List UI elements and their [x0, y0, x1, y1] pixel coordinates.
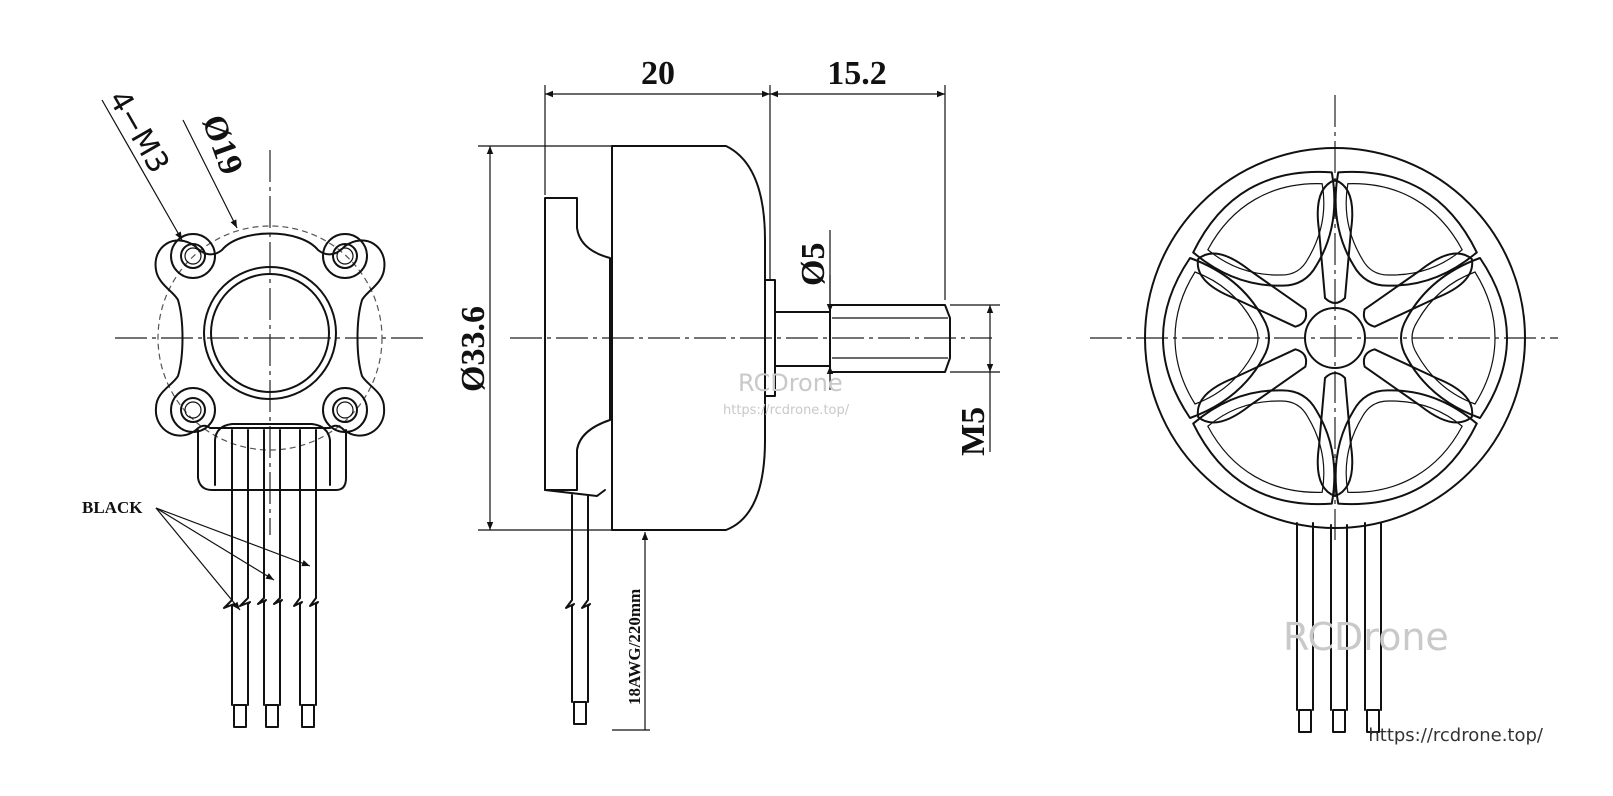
spoke: [1196, 252, 1308, 328]
diameter-dim: Ø33.6: [455, 306, 492, 392]
watermark-url-small: https://rcdrone.top/: [723, 403, 850, 418]
mount-hole-tr: [322, 233, 368, 279]
spoke: [1196, 348, 1308, 424]
spoke: [1362, 252, 1474, 328]
window: [1162, 257, 1270, 419]
bell-outer-circle: [1144, 147, 1526, 529]
length-dim: 20: [641, 55, 675, 92]
window: [1400, 257, 1508, 419]
spoke: [1316, 179, 1354, 304]
watermark-brand-large: RCDrone: [1283, 615, 1449, 659]
mount-hole-br: [322, 387, 368, 433]
wire-spec-label: 18AWG/220mm: [625, 589, 644, 705]
bell-hub: [1304, 307, 1366, 369]
spoke: [1316, 372, 1354, 497]
mount-plate-outline: [154, 232, 386, 437]
window: [1192, 170, 1336, 287]
top-view: RCDrone: [1090, 95, 1558, 733]
bell-spokes: [1196, 179, 1474, 497]
watermark-brand-small: RCDrone: [738, 369, 843, 397]
mount-hole-bl: [170, 387, 216, 433]
motor-bell: [611, 145, 766, 531]
thread-dim: M5: [955, 407, 992, 456]
shaft-diameter-dim: Ø5: [795, 243, 832, 286]
bell-windows: [1162, 170, 1508, 506]
mount-view: 4−M3 Ø19 BLACK: [82, 85, 425, 728]
side-view: 20 15.2 Ø33.6 Ø5 M5 18AWG/220mm RCDrone …: [455, 55, 1000, 731]
base-plate: [544, 197, 611, 491]
wires-left: [223, 429, 319, 728]
window: [1334, 170, 1478, 287]
mount-holes-label: 4−M3: [101, 85, 176, 180]
shaft-length-dim: 15.2: [827, 55, 887, 92]
watermark-url-corner: https://rcdrone.top/: [1368, 725, 1543, 746]
mount-hole-tl: [170, 233, 216, 279]
mount-circle-label: Ø19: [194, 110, 249, 179]
wire-color-label: BLACK: [82, 498, 143, 517]
spoke: [1362, 348, 1474, 424]
window: [1334, 389, 1478, 506]
window: [1192, 389, 1336, 506]
motor-shaft: [774, 311, 831, 367]
